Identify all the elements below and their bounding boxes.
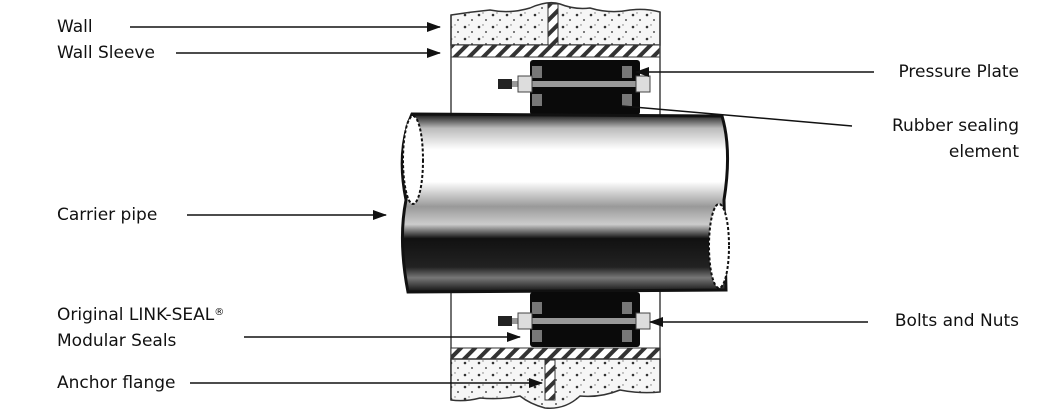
label-modular-seals: Modular Seals <box>57 331 177 351</box>
wall-sleeve-top <box>450 44 661 58</box>
seal-bottom <box>498 292 651 347</box>
wall-top <box>450 1 661 47</box>
label-carrier-pipe: Carrier pipe <box>57 205 158 225</box>
label-link-seal: Original LINK-SEAL® <box>57 305 224 325</box>
registered-mark: ® <box>214 307 225 318</box>
seal-top <box>498 60 651 115</box>
label-link-seal-line1: Original LINK-SEAL <box>57 305 215 325</box>
wall-sleeve-bottom <box>450 347 661 360</box>
label-rubber-element: element <box>948 142 1019 162</box>
label-pressure-plate: Pressure Plate <box>898 62 1019 82</box>
label-rubber-sealing: Rubber sealing <box>891 116 1019 136</box>
label-wall-sleeve: Wall Sleeve <box>57 43 155 63</box>
carrier-pipe <box>400 112 730 294</box>
wall-bottom <box>450 358 661 409</box>
label-wall: Wall <box>57 17 93 37</box>
label-anchor-flange: Anchor flange <box>57 373 176 393</box>
label-bolts-nuts: Bolts and Nuts <box>894 311 1019 331</box>
rubber-seal-leader <box>621 105 853 127</box>
